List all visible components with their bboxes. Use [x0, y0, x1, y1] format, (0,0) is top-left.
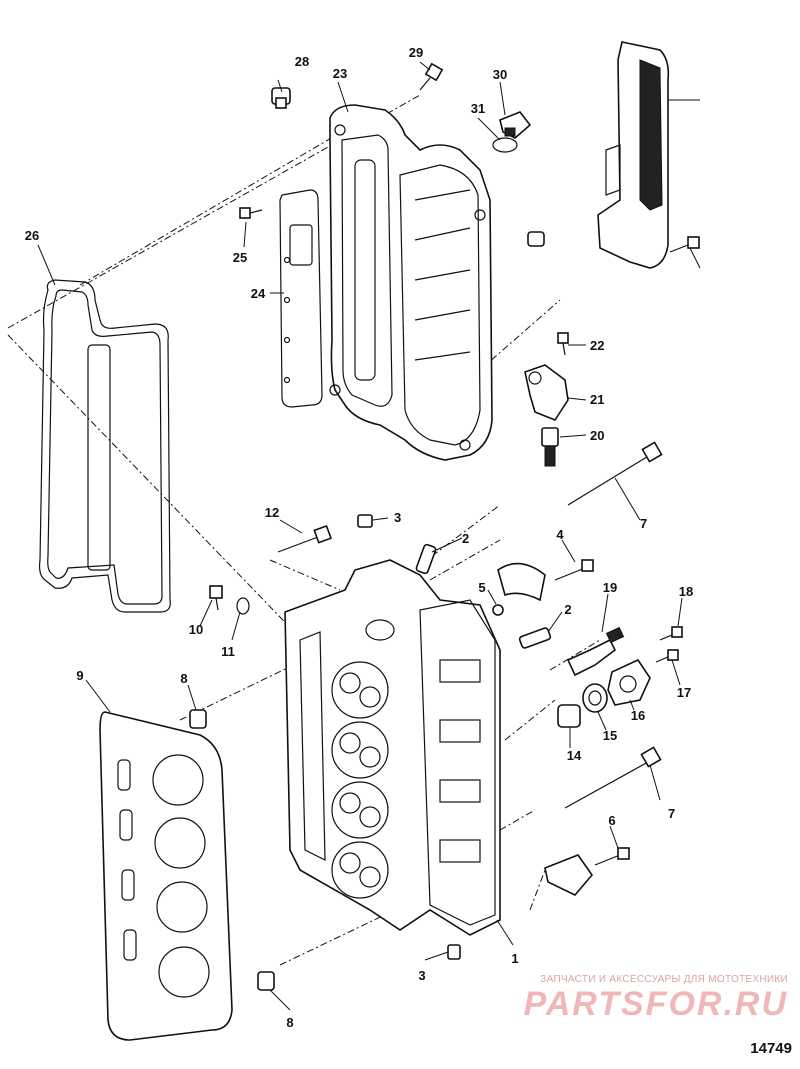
callout-12: 12: [265, 505, 279, 520]
callout-22: 23: [333, 66, 347, 81]
callout-19: 20: [590, 428, 604, 443]
part-21-bolt: [557, 332, 569, 356]
callout-16: 17: [677, 685, 691, 700]
figure-number: 14749: [750, 1040, 792, 1057]
callout-23: 24: [251, 286, 266, 301]
part-26-grommet: [271, 87, 291, 109]
callout-2-lower: 2: [564, 602, 571, 617]
part-2-dowel-upper: [415, 543, 437, 575]
callout-24: 25: [233, 250, 247, 265]
part-17-bolt: [659, 626, 683, 641]
part-19-fitting: [541, 427, 559, 467]
part-23-gasket: [279, 189, 323, 408]
part-28-cap: [499, 111, 532, 139]
part-5-washer: [492, 604, 504, 616]
part-3-plug-top: [357, 514, 373, 528]
callout-9: 9: [76, 668, 83, 683]
part-29-o-ring: [492, 137, 518, 153]
callout-2-upper: 2: [462, 531, 469, 546]
callout-27: 29: [409, 45, 423, 60]
part-14-seal: [582, 683, 608, 713]
callout-29: 31: [471, 101, 485, 116]
leader-lines: [37, 61, 701, 1011]
callout-17: 18: [679, 584, 693, 599]
part-31-bolt: [669, 236, 700, 253]
callout-7-lower: 7: [668, 806, 675, 821]
part-20-sensor: [524, 364, 569, 421]
part-18-spark-plug: [566, 626, 625, 677]
callout-18: 19: [603, 580, 617, 595]
callout-3-upper: 3: [394, 510, 401, 525]
callout-10: 10: [189, 622, 203, 637]
part-8-dowel-lower: [257, 971, 275, 991]
part-plug: [527, 231, 545, 247]
part-2-dowel-lower: [518, 627, 552, 649]
part-6-clamp: [544, 847, 630, 896]
callout-20: 21: [590, 392, 604, 407]
callout-14: 15: [603, 728, 617, 743]
callout-8-upper: 8: [180, 671, 187, 686]
callout-26: 28: [295, 54, 309, 69]
callout-25: 26: [25, 228, 39, 243]
callout-28: 30: [493, 67, 507, 82]
part-4-clamp: [497, 559, 594, 602]
part-10-bolt: [209, 585, 223, 611]
part-13-cap: [557, 704, 581, 728]
callout-11: 11: [221, 644, 235, 659]
part-27-bolt: [419, 62, 444, 91]
callout-3-lower: 3: [418, 968, 425, 983]
part-22-valve-cover: [329, 104, 493, 461]
part-25-valve-cover-gasket: [38, 279, 171, 613]
part-15-housing: [607, 658, 651, 706]
callout-labels: 28 23 29 30 31 25 24 26 22 21 20 7 12 3 …: [25, 45, 693, 1030]
callout-4: 4: [556, 527, 564, 542]
part-24-bolt: [239, 207, 263, 219]
part-8-dowel-upper: [189, 709, 207, 729]
part-7-bolt-upper: [567, 441, 663, 506]
callout-21: 22: [590, 338, 604, 353]
part-30-cover: [597, 41, 670, 269]
watermark-tagline: ЗАПЧАСТИ И АКСЕССУАРЫ ДЛЯ МОТОТЕХНИКИ: [540, 974, 788, 985]
part-11-washer: [236, 597, 250, 615]
part-16-bolt: [655, 649, 679, 663]
watermark-brand: PARTSFOR.RU: [523, 985, 788, 1023]
callout-5: 5: [478, 580, 485, 595]
callout-6: 6: [608, 813, 615, 828]
part-12-bolt: [277, 524, 332, 553]
part-9-head-gasket: [99, 711, 233, 1041]
callout-7-upper: 7: [640, 516, 647, 531]
callout-1: 1: [511, 951, 518, 966]
part-7-bolt-lower: [564, 746, 662, 809]
callout-8-lower: 8: [286, 1015, 293, 1030]
callout-15: 16: [631, 708, 645, 723]
watermark: ЗАПЧАСТИ И АКСЕССУАРЫ ДЛЯ МОТОТЕХНИКИ PA…: [488, 974, 788, 1023]
part-1-cylinder-head: [284, 559, 501, 936]
callout-13: 14: [567, 748, 582, 763]
part-3-plug-bottom: [447, 944, 461, 960]
